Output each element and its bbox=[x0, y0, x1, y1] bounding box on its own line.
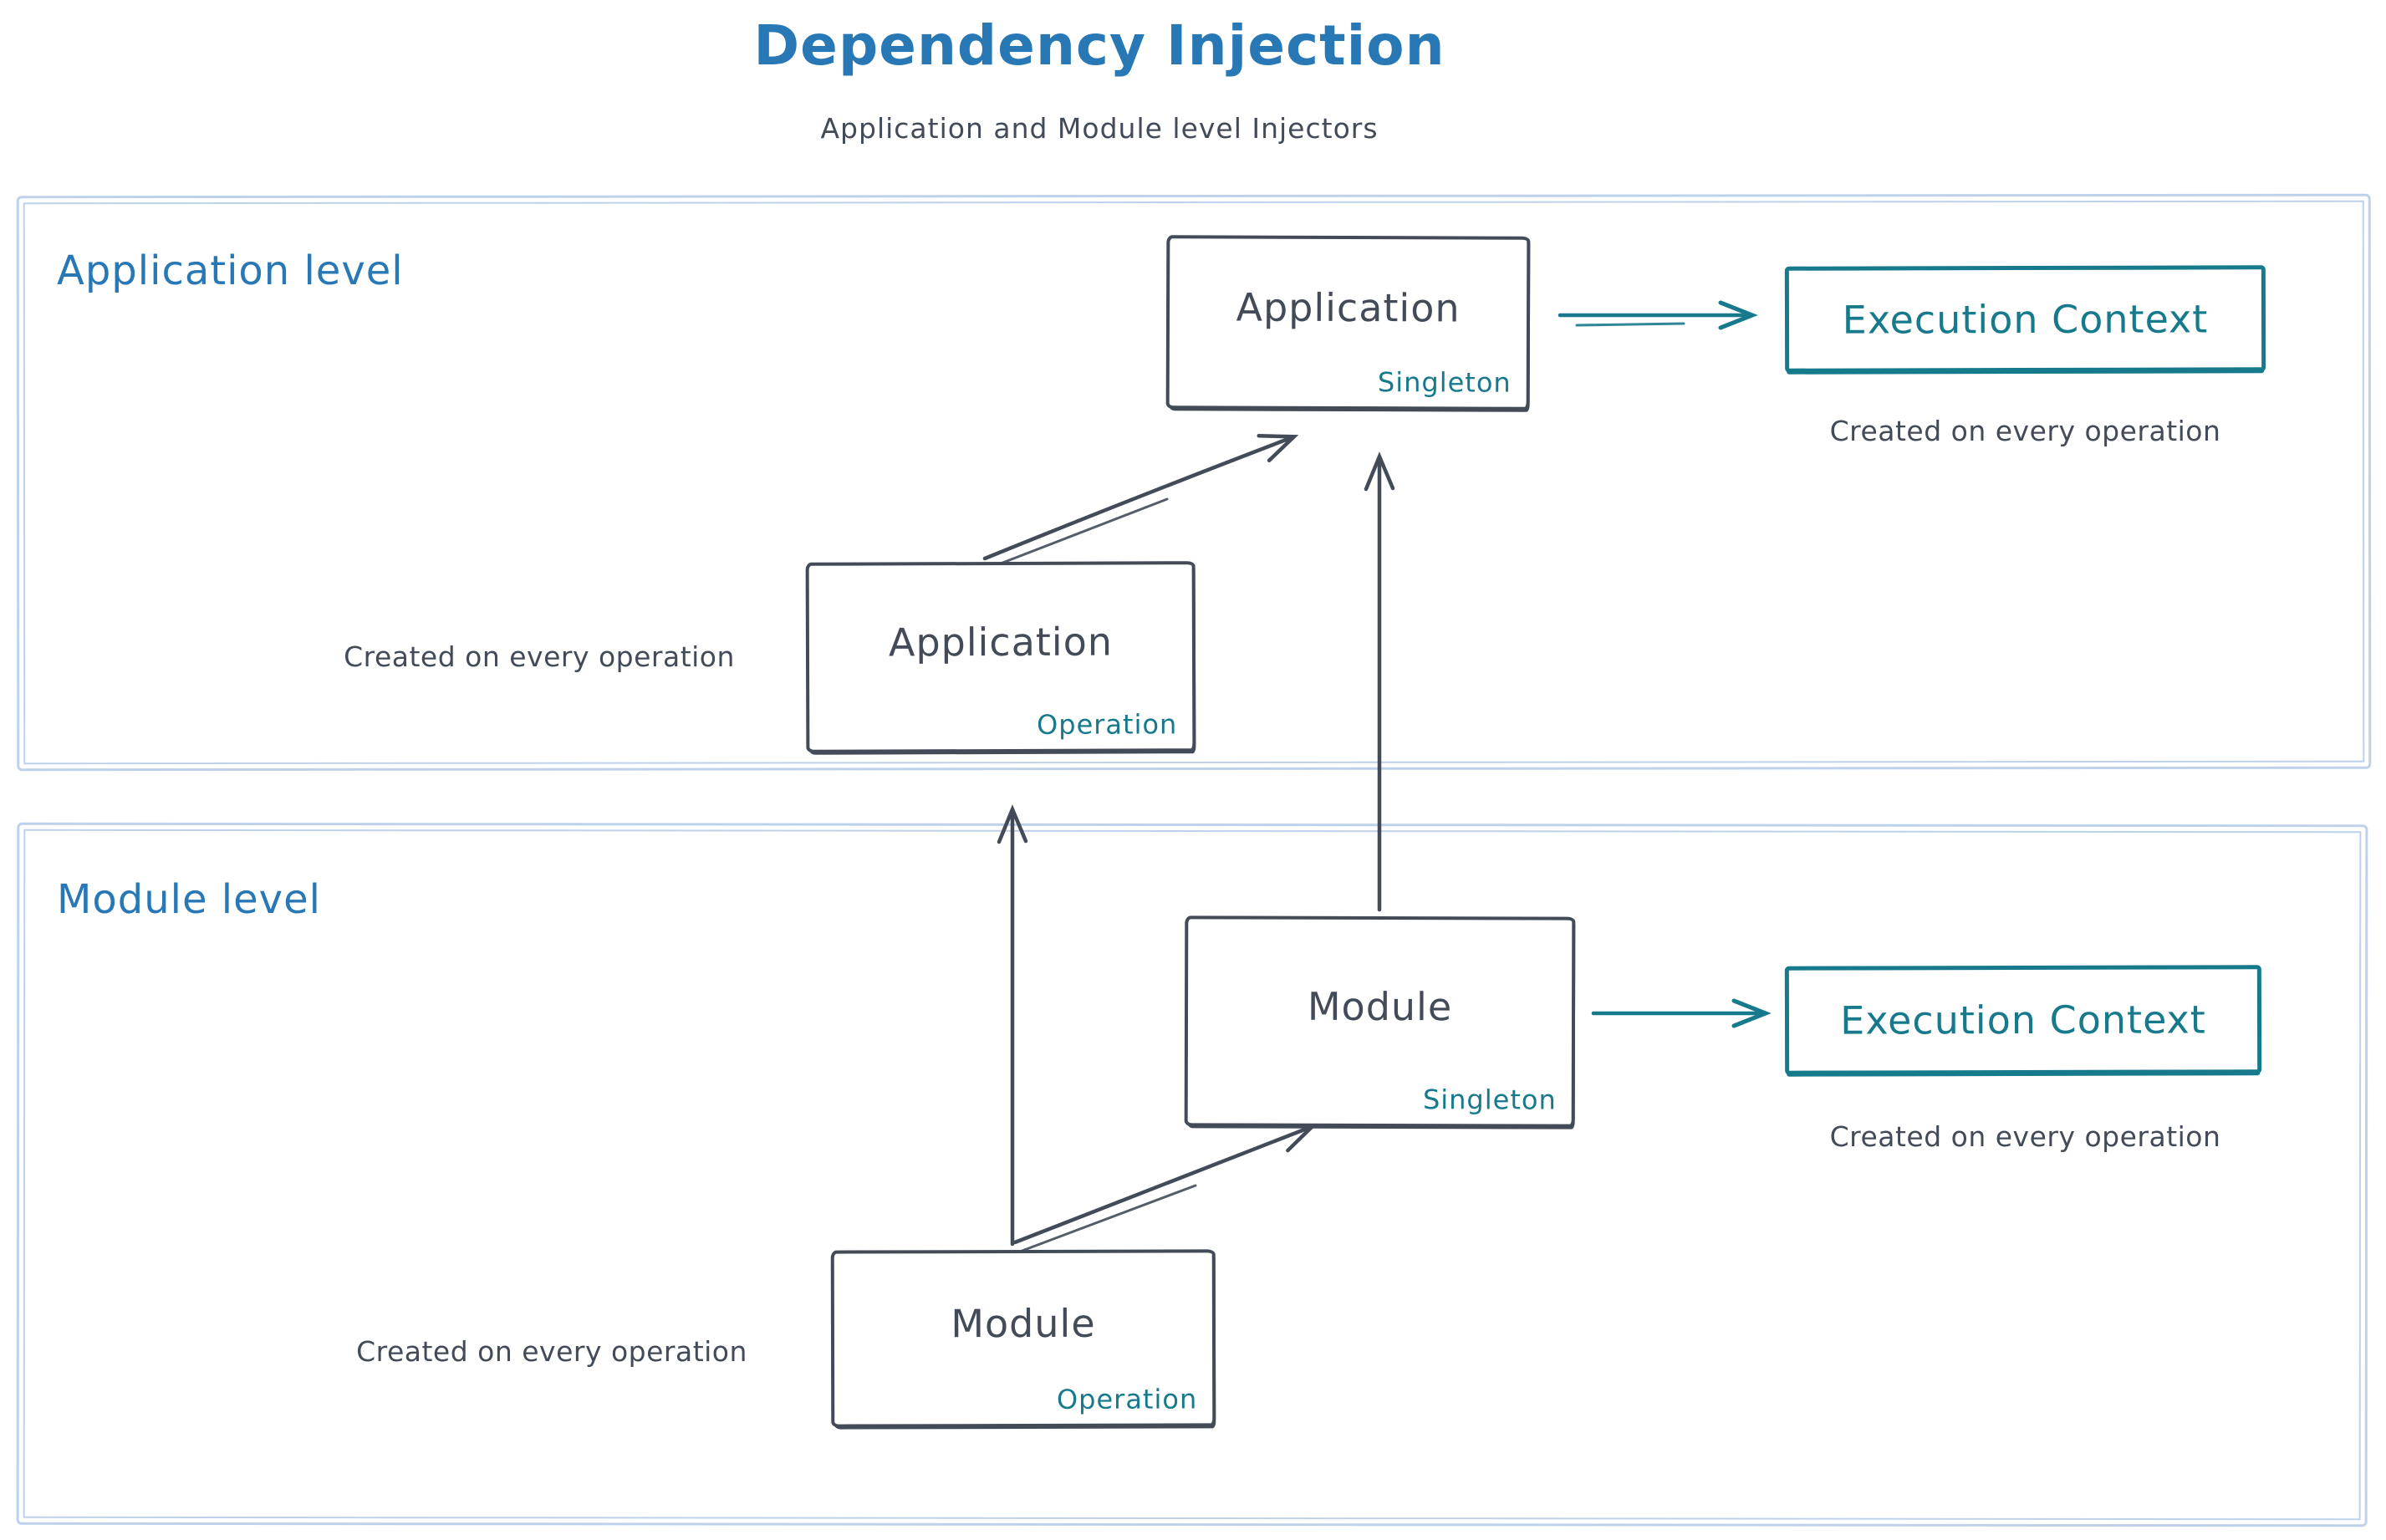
module-operation-caption: Created on every operation bbox=[356, 1335, 747, 1368]
module-level-label: Module level bbox=[57, 876, 321, 923]
diagram-title: Dependency Injection bbox=[753, 13, 1445, 78]
node-scope-label: Operation bbox=[1036, 708, 1178, 741]
node-title: Module bbox=[951, 1300, 1096, 1347]
application-operation-caption: Created on every operation bbox=[344, 640, 735, 673]
node-title: Module bbox=[1307, 983, 1453, 1030]
application-level-label: Application level bbox=[57, 247, 404, 294]
node-scope-label: Operation bbox=[1056, 1383, 1198, 1415]
module-singleton-node: Module Singleton bbox=[1184, 915, 1576, 1128]
diagram-subtitle: Application and Module level Injectors bbox=[820, 112, 1379, 145]
node-title: Application bbox=[888, 619, 1114, 665]
module-operation-node: Module Operation bbox=[830, 1249, 1216, 1428]
execution-context-label: Execution Context bbox=[1842, 295, 2209, 343]
application-singleton-node: Application Singleton bbox=[1165, 235, 1531, 410]
module-execution-context-caption: Created on every operation bbox=[1829, 1120, 2221, 1153]
application-operation-node: Application Operation bbox=[805, 561, 1196, 753]
module-execution-context-box: Execution Context bbox=[1784, 965, 2262, 1075]
node-scope-label: Singleton bbox=[1377, 366, 1512, 399]
node-scope-label: Singleton bbox=[1422, 1084, 1557, 1116]
node-title: Application bbox=[1236, 284, 1461, 331]
execution-context-label: Execution Context bbox=[1840, 997, 2206, 1043]
application-execution-context-caption: Created on every operation bbox=[1829, 415, 2221, 447]
application-execution-context-box: Execution Context bbox=[1784, 265, 2266, 373]
